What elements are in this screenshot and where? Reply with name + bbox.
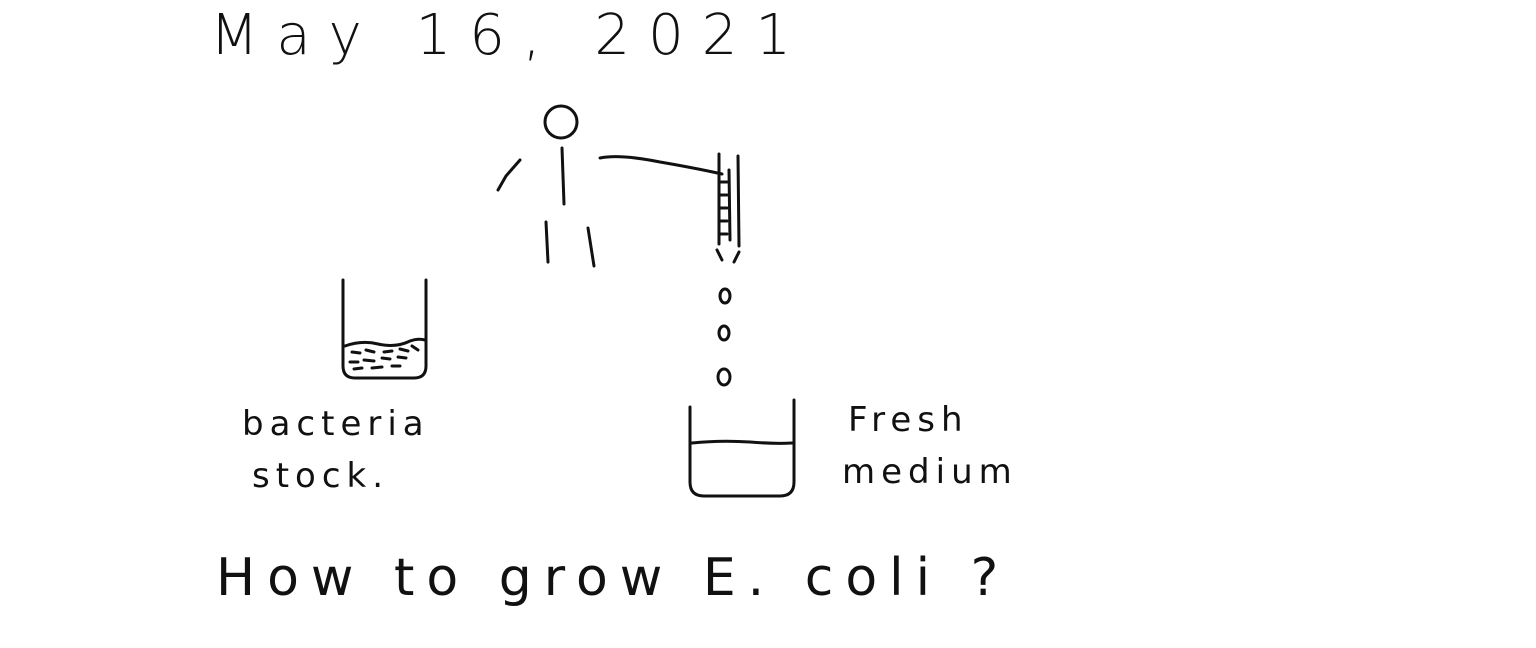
drop (717, 324, 731, 342)
beaker-outline (688, 398, 796, 498)
medium-label-line2: medium (842, 452, 1018, 492)
figure-right-leg (586, 226, 596, 268)
pipette-inner-wall (727, 168, 732, 242)
bacteria-label-line1: bacteria (242, 404, 430, 444)
bacteria-stock-beaker (341, 278, 428, 380)
pipette (715, 152, 741, 264)
drop (718, 287, 732, 305)
beaker-liquid-surface (343, 337, 427, 348)
pipette-tip (715, 248, 741, 264)
bacteria-label-line2: stock. (252, 456, 390, 496)
figure-head (543, 104, 579, 140)
stick-figure (496, 104, 724, 268)
figure-left-arm (496, 158, 522, 192)
bacteria-dashes (348, 344, 420, 371)
pipette-graduations (717, 180, 729, 236)
fresh-medium-label: Fresh medium (842, 394, 1018, 498)
bacteria-stock-label: bacteria stock. (242, 398, 430, 502)
beaker-outline (341, 278, 428, 380)
question-text: How to grow E. coli ? (216, 548, 1011, 608)
pipette-right-wall (736, 154, 741, 248)
figure-body (560, 146, 566, 206)
drops (716, 287, 732, 387)
figure-right-arm (598, 155, 724, 176)
figure-left-leg (544, 220, 550, 264)
date-heading: May 16, 2021 (210, 3, 809, 68)
beaker-liquid-surface (690, 439, 794, 445)
medium-label-line1: Fresh (848, 400, 969, 440)
fresh-medium-beaker (688, 398, 796, 498)
drop (716, 367, 732, 387)
